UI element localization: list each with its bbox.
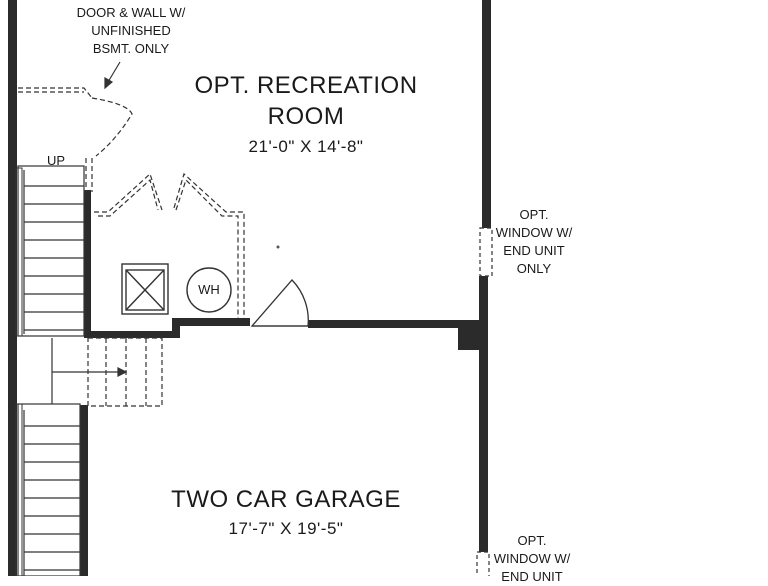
note-door-wall-line1: DOOR & WALL W/ — [76, 5, 186, 20]
window2-note-line1: OPT. — [517, 533, 547, 548]
door-swing — [250, 279, 309, 327]
stair-wall-lower — [80, 405, 88, 576]
note-door-wall-line3: BSMT. ONLY — [92, 41, 170, 56]
window1-note-line2: WINDOW W/ — [495, 225, 573, 240]
utility-closet-doors — [94, 172, 245, 318]
note-door-wall-line2: UNFINISHED — [91, 23, 171, 38]
left-exterior-wall — [8, 0, 17, 576]
walls — [8, 0, 491, 576]
optional-door-wall — [18, 87, 133, 192]
note-leader-arrow — [104, 61, 121, 90]
stairs — [15, 165, 85, 576]
stair-up-label: UP — [46, 153, 66, 168]
optional-windows — [476, 227, 493, 576]
right-exterior-wall-upper — [482, 0, 491, 228]
garage-dimensions: 17'-7" X 19'-5" — [228, 519, 344, 538]
recreation-room-name-line1: OPT. RECREATION — [194, 72, 418, 99]
window2-note-line3: END UNIT — [501, 569, 563, 584]
water-heater-circle — [186, 267, 232, 313]
right-exterior-wall-middle — [479, 276, 488, 552]
divider-wall-left-segment — [172, 318, 250, 326]
divider-wall-recreation-garage — [308, 320, 484, 328]
sump-pit — [121, 263, 169, 315]
lower-stair-handrail — [15, 403, 23, 576]
optional-window-1 — [479, 227, 493, 277]
window1-note-line4: ONLY — [516, 261, 552, 276]
divider-wall-stair-landing — [84, 331, 180, 338]
stair-arrow — [52, 367, 128, 377]
upper-stair-handrail — [15, 167, 23, 337]
recreation-room-name-line2: ROOM — [267, 103, 345, 130]
ceiling-dot — [276, 245, 280, 249]
column — [458, 326, 480, 350]
divider-wall-step — [172, 318, 180, 338]
recreation-room-dimensions: 21'-0" X 14'-8" — [248, 137, 364, 156]
garage-name: TWO CAR GARAGE — [171, 486, 401, 513]
window1-note-line3: END UNIT — [503, 243, 565, 258]
water-heater-label: WH — [198, 282, 220, 297]
stair-wall-upper — [84, 190, 91, 338]
lower-stair-run — [17, 403, 81, 576]
optional-window-2 — [476, 551, 490, 576]
upper-stair-run — [17, 165, 85, 337]
window1-note-line1: OPT. — [519, 207, 549, 222]
window2-note-line2: WINDOW W/ — [493, 551, 571, 566]
